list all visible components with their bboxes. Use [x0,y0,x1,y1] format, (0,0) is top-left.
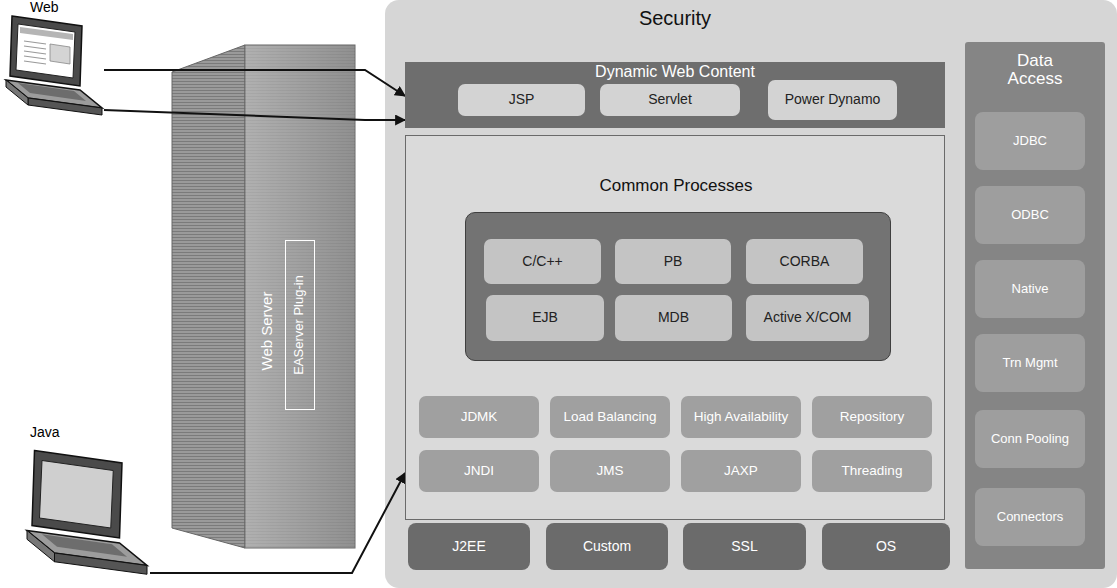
box-label: JNDI [464,463,494,478]
process-box: MDB [615,295,732,341]
data-service-box: Conn Pooling [975,410,1085,468]
component-box: JSP [458,84,585,116]
process-box: PB [615,239,731,284]
web-server: Web Server EAServer Plug-in [245,45,355,548]
heading: Security [405,0,945,29]
component-box: Power Dynamo [768,80,897,120]
plugin-box: EAServer Plug-in [285,240,315,410]
process-box: CORBA [746,239,863,284]
box-label: PB [664,254,683,270]
data-service-box: Trn Mgmt [975,334,1085,392]
client-name: Java [30,425,150,441]
box-label: JAXP [724,463,758,478]
process-box: EJB [486,295,604,341]
base-box: J2EE [408,523,530,570]
client-name: Web [30,0,104,16]
client-label: Java [0,425,150,585]
heading: Data Access [993,42,1077,88]
box-label: Conn Pooling [991,432,1069,447]
box-label: JSP [509,92,535,108]
heading: Dynamic Web Content [405,62,945,81]
box-label: Native [1012,282,1049,297]
data-service-box: JDBC [975,112,1085,170]
box-label: SSL [731,539,757,555]
box-label: ODBC [1011,208,1049,223]
box-label: JDBC [1013,134,1047,149]
client-label: Web [0,0,104,120]
box-label: Servlet [648,92,692,108]
box-label: C/C++ [522,254,562,270]
box-label: EJB [532,310,558,326]
service-box: JDMK [419,396,539,438]
connector-arrow [150,473,405,573]
base-box: OS [822,523,950,570]
service-box: Repository [812,396,932,438]
content-band: Dynamic Web ContentJSP Servlet Power Dynam… [405,62,945,128]
box-label: High Availability [694,409,788,424]
process-panel: Common ProcessesC/C++ PB CORBA EJB MDB Active… [405,135,945,520]
box-label: Threading [842,463,903,478]
box-label: Load Balancing [563,409,656,424]
service-box: JMS [550,450,670,492]
data-service-box: Connectors [975,488,1085,546]
laptop-figure [6,16,102,115]
service-box: High Availability [681,396,801,438]
box-label: Connectors [997,510,1063,525]
connector-arrow [104,70,405,96]
box-label: Active X/COM [764,310,852,326]
base-box: SSL [683,523,806,570]
box-label: JMS [597,463,624,478]
component-box: Servlet [600,84,740,116]
box-label: Repository [840,409,905,424]
laptop-figure [27,451,147,575]
box-label: Trn Mgmt [1002,356,1057,371]
box-label: J2EE [452,539,485,555]
data-service-box: ODBC [975,186,1085,244]
heading: Web Server [259,292,276,371]
data-service-box: Native [975,260,1085,318]
server-tower [172,45,355,548]
box-label: Power Dynamo [785,92,881,108]
data-access-column: Data AccessJDBC ODBC NativeTrn MgmtConn Po… [965,42,1105,569]
process-box: C/C++ [484,239,601,284]
box-label: OS [876,539,896,555]
service-box: JNDI [419,450,539,492]
heading: Common Processes [406,136,946,195]
service-box: JAXP [681,450,801,492]
security-panel: SecurityDynamic Web ContentJSP Servlet Pow… [385,0,1117,588]
box-label: CORBA [780,254,830,270]
box-label: JDMK [461,409,498,424]
heading: EAServer Plug-in [292,275,307,375]
box-label: Custom [583,539,631,555]
service-box: Load Balancing [550,396,670,438]
base-box: Custom [546,523,668,570]
connector-arrow [104,110,405,120]
box-label: MDB [658,310,689,326]
process-box: Active X/COM [746,295,869,341]
service-box: Threading [812,450,932,492]
